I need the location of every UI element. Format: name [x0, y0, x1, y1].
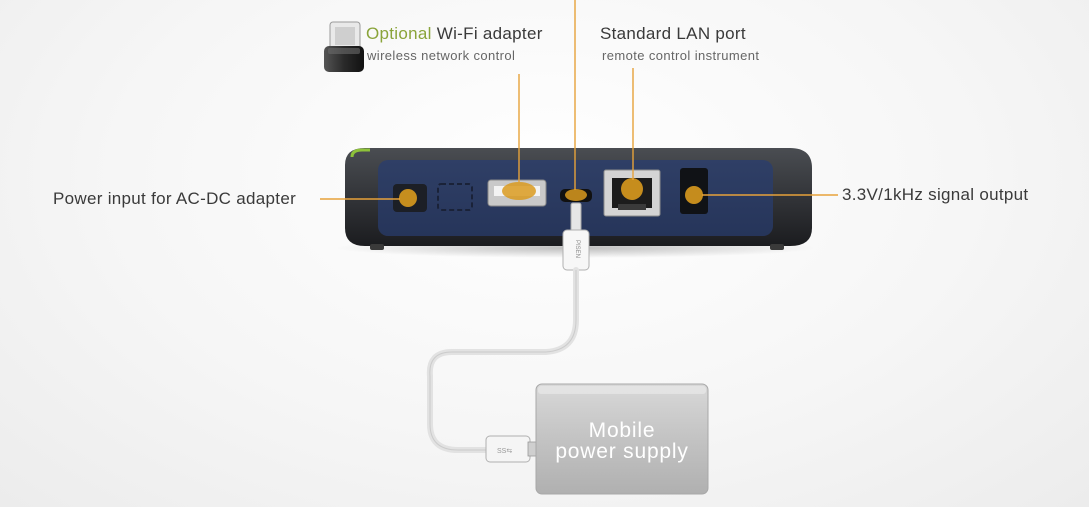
wifi-adapter-label: Optional Wi-Fi adapter: [366, 24, 543, 44]
wifi-adapter-subtitle: wireless network control: [367, 48, 516, 63]
wifi-adapter-title: Wi-Fi adapter: [436, 24, 543, 43]
power-bank-line2: power supply: [555, 440, 689, 463]
lan-port: [603, 169, 661, 217]
power-input-label: Power input for AC-DC adapter: [53, 189, 297, 208]
svg-text:SS⇆: SS⇆: [497, 448, 512, 455]
usb-cable: PISEN SS⇆: [426, 202, 590, 463]
micro-usb-port: [560, 189, 592, 202]
lan-port-subtitle: remote control instrument: [602, 48, 760, 63]
power-bank-label: Mobile power supply: [536, 420, 708, 462]
wifi-adapter-image: [324, 21, 364, 72]
power-bank-line1: Mobile: [588, 419, 656, 442]
power-bank: [535, 383, 709, 495]
signal-output-port: [680, 168, 708, 214]
lan-port-title: Standard LAN port: [600, 24, 746, 43]
signal-output-label: 3.3V/1kHz signal output: [842, 185, 1029, 204]
power-jack: [393, 184, 427, 212]
leader-lines: [320, 0, 838, 200]
usb-port: [487, 179, 547, 207]
blank-port-cover: [437, 183, 473, 211]
cable-brand-mark: PISEN: [574, 240, 580, 258]
optional-tag: Optional: [366, 24, 432, 43]
